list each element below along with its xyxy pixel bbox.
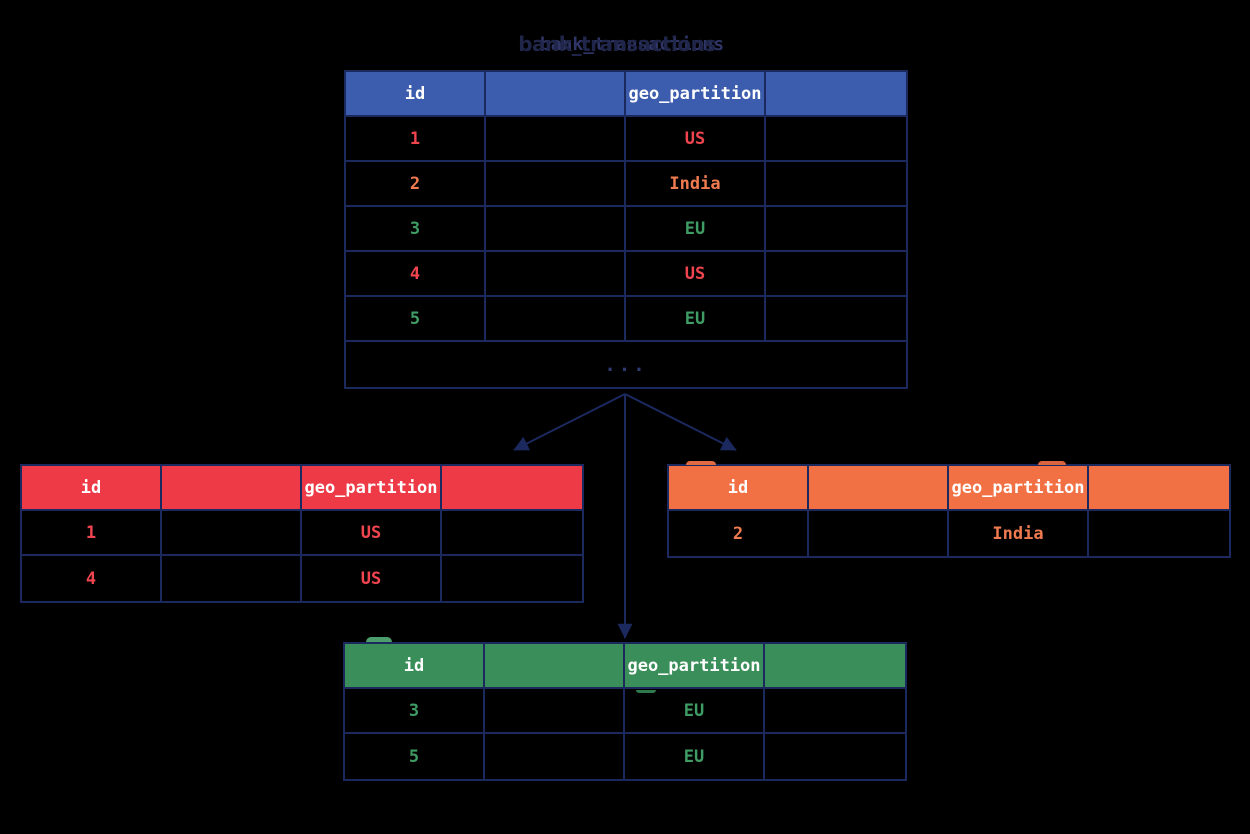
main-header-id: id (346, 72, 486, 117)
main-row1-empty-2 (766, 117, 906, 162)
eu-row2-id: 5 (345, 734, 485, 779)
main-header-geo-partition: geo_partition (626, 72, 766, 117)
us-row2-empty-1 (162, 556, 302, 601)
us-row1-geo: US (302, 511, 442, 556)
us-row2-empty-2 (442, 556, 582, 601)
india-row1-id: 2 (669, 511, 809, 556)
main-row4-empty-1 (486, 252, 626, 297)
eu-header-id: id (345, 644, 485, 689)
main-table: id geo_partition 1 US 2 India 3 EU 4 US … (344, 70, 908, 389)
eu-row1-empty-2 (765, 689, 905, 734)
main-row3-id: 3 (346, 207, 486, 252)
main-row5-geo: EU (626, 297, 766, 342)
main-row2-empty-1 (486, 162, 626, 207)
main-header-empty-1 (486, 72, 626, 117)
clipped-icon-arc (686, 461, 716, 465)
main-row4-empty-2 (766, 252, 906, 297)
clipped-icon-arc (636, 690, 656, 693)
eu-row1-geo: EU (625, 689, 765, 734)
main-row5-id: 5 (346, 297, 486, 342)
arrow-to-india-partition (624, 393, 737, 451)
india-header-empty-2 (1089, 466, 1229, 511)
eu-header-empty-2 (765, 644, 905, 689)
main-row1-geo: US (626, 117, 766, 162)
main-row4-id: 4 (346, 252, 486, 297)
main-row5-empty-1 (486, 297, 626, 342)
us-header-empty-1 (162, 466, 302, 511)
clipped-icon-arc (1038, 461, 1066, 465)
eu-row1-empty-1 (485, 689, 625, 734)
india-partition-table: id geo_partition 2 India (667, 464, 1231, 558)
us-row1-empty-2 (442, 511, 582, 556)
diagram-title-ghost: bank_transactions (539, 34, 725, 55)
india-row1-geo: India (949, 511, 1089, 556)
clipped-icon-arc (366, 637, 392, 642)
diagram-title: bank_transactions (518, 32, 716, 56)
diagram-title-wrap: bank_transactions bank_transactions (344, 32, 904, 60)
eu-row1-id: 3 (345, 689, 485, 734)
us-header-empty-2 (442, 466, 582, 511)
main-row2-empty-2 (766, 162, 906, 207)
india-row1-empty-2 (1089, 511, 1229, 556)
india-header-id: id (669, 466, 809, 511)
us-partition-table: id geo_partition 1 US 4 US (20, 464, 584, 603)
eu-row2-geo: EU (625, 734, 765, 779)
india-header-geo-partition: geo_partition (949, 466, 1089, 511)
eu-header-geo-partition: geo_partition (625, 644, 765, 689)
arrow-to-us-partition (513, 393, 626, 451)
main-row3-geo: EU (626, 207, 766, 252)
us-header-geo-partition: geo_partition (302, 466, 442, 511)
india-header-empty-1 (809, 466, 949, 511)
main-row2-geo: India (626, 162, 766, 207)
india-row1-empty-1 (809, 511, 949, 556)
us-row2-geo: US (302, 556, 442, 601)
main-header-empty-2 (766, 72, 906, 117)
main-row5-empty-2 (766, 297, 906, 342)
main-row4-geo: US (626, 252, 766, 297)
eu-row2-empty-2 (765, 734, 905, 779)
main-row1-id: 1 (346, 117, 486, 162)
us-header-id: id (22, 466, 162, 511)
main-row2-id: 2 (346, 162, 486, 207)
us-row2-id: 4 (22, 556, 162, 601)
main-row3-empty-1 (486, 207, 626, 252)
eu-row2-empty-1 (485, 734, 625, 779)
main-row3-empty-2 (766, 207, 906, 252)
main-ellipsis-row: ... (604, 353, 648, 376)
main-row1-empty-1 (486, 117, 626, 162)
eu-header-empty-1 (485, 644, 625, 689)
eu-partition-table: id geo_partition 3 EU 5 EU (343, 642, 907, 781)
us-row1-empty-1 (162, 511, 302, 556)
us-row1-id: 1 (22, 511, 162, 556)
